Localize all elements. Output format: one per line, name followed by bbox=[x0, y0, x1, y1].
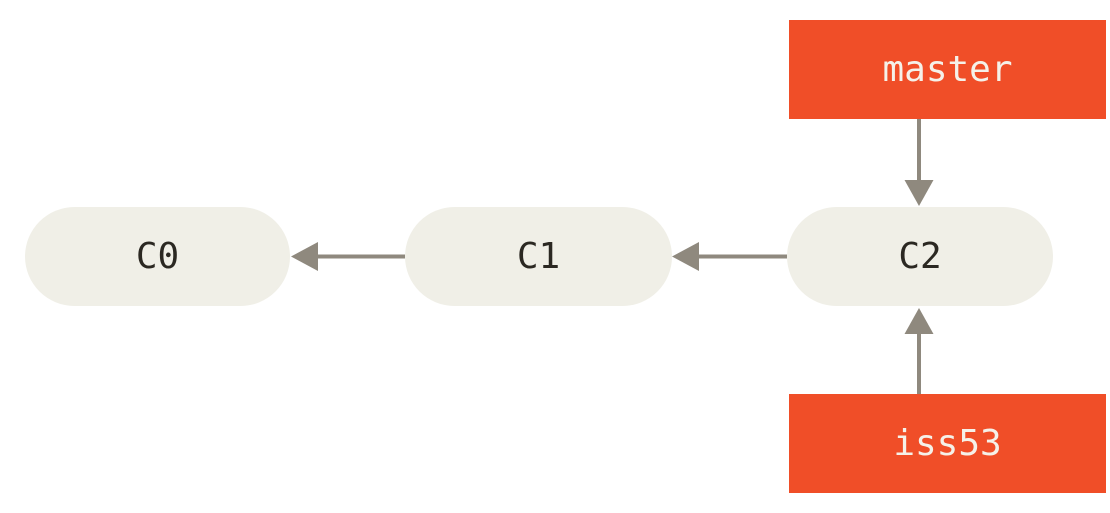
arrowhead-left-icon bbox=[672, 242, 699, 271]
commit-label: C1 bbox=[516, 236, 561, 277]
arrow-c2-to-c1 bbox=[672, 242, 787, 271]
commit-label: C0 bbox=[135, 236, 180, 277]
commit-label: C2 bbox=[898, 236, 942, 277]
arrow-c1-to-c0 bbox=[291, 242, 405, 271]
arrow-master-to-c2 bbox=[904, 119, 934, 206]
branch-name: iss53 bbox=[893, 423, 1002, 464]
arrowhead-left-icon bbox=[291, 242, 318, 271]
commit-node-c1: C1 bbox=[405, 207, 672, 306]
branch-label-iss53: iss53 bbox=[789, 394, 1106, 493]
commit-node-c0: C0 bbox=[25, 207, 290, 306]
branch-name: master bbox=[882, 49, 1013, 90]
arrowhead-up-icon bbox=[904, 308, 934, 334]
commit-node-c2: C2 bbox=[787, 207, 1053, 306]
branch-label-master: master bbox=[789, 20, 1106, 119]
arrowhead-down-icon bbox=[904, 180, 934, 206]
arrow-iss53-to-c2 bbox=[904, 308, 934, 394]
